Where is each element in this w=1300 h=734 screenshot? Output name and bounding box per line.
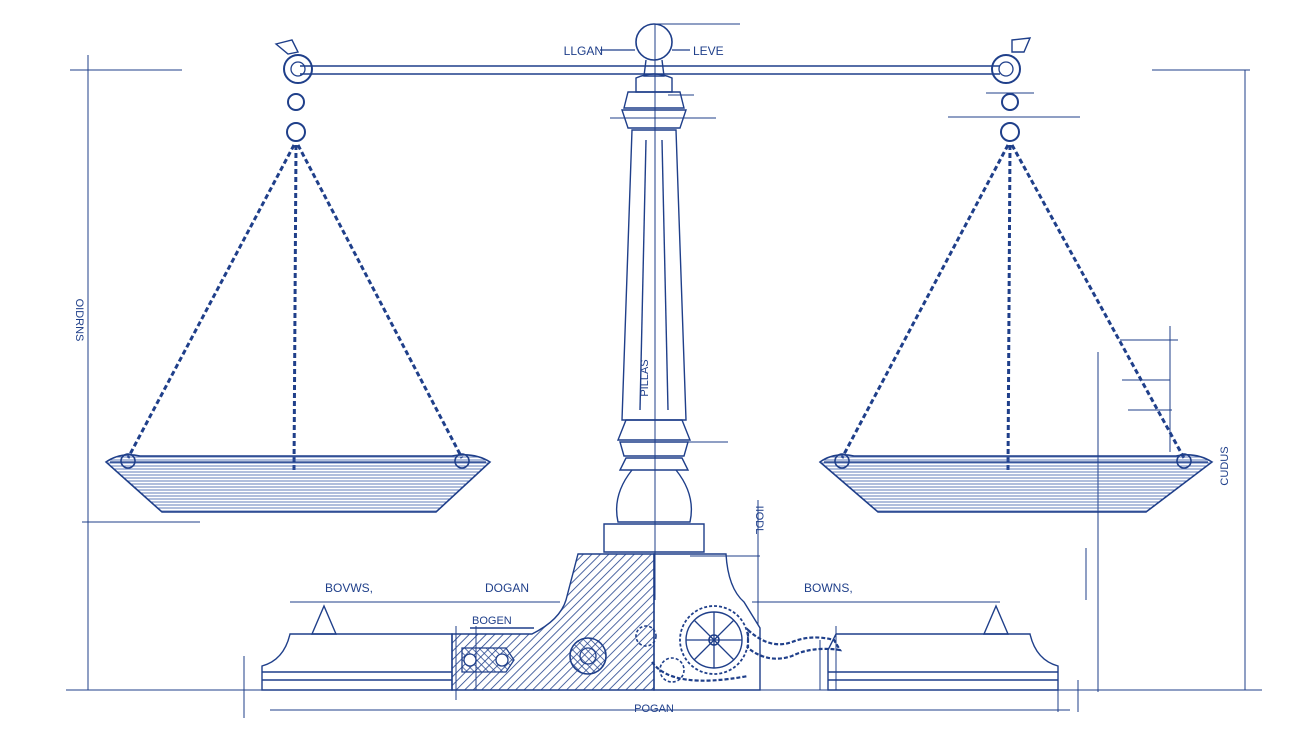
left-hanger bbox=[274, 39, 313, 142]
left-pan bbox=[104, 453, 492, 513]
left-chains bbox=[126, 144, 464, 471]
label-bottom: POGAN bbox=[634, 703, 674, 715]
label-top-left: LLGAN bbox=[564, 44, 603, 58]
label-base-right: BOWNS, bbox=[804, 581, 853, 595]
label-column: PILLAS bbox=[639, 359, 651, 396]
label-right-side: CUDUS bbox=[1219, 446, 1231, 485]
right-hanger bbox=[991, 37, 1032, 142]
right-pan bbox=[818, 453, 1214, 513]
balance-beam bbox=[300, 49, 1000, 75]
label-base-center: DOGAN bbox=[485, 581, 529, 595]
label-left-side: OIDRNS bbox=[73, 299, 85, 342]
label-top-right: LEVE bbox=[693, 44, 724, 58]
right-chains bbox=[840, 144, 1186, 471]
label-pedestal: IIODL bbox=[753, 506, 765, 535]
label-base-left: BOVWS, bbox=[325, 581, 373, 595]
central-column bbox=[603, 23, 705, 553]
gear-mechanism bbox=[461, 605, 843, 683]
label-base-plate: BOGEN bbox=[472, 615, 512, 627]
